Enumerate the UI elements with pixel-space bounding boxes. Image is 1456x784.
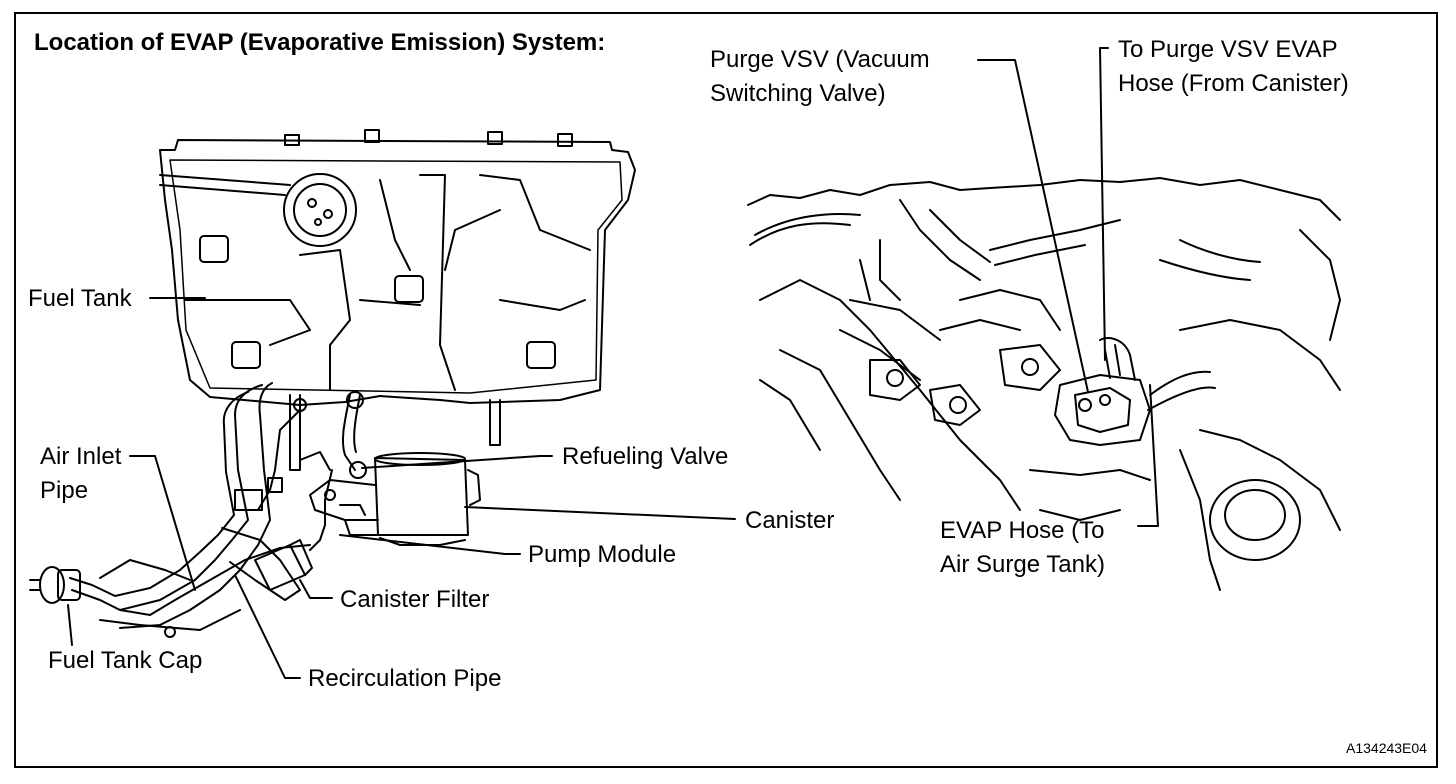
fuel-tank-cap-drawing — [29, 566, 81, 604]
filler-pipes-drawing — [29, 382, 361, 638]
label-to-purge-vsv-hose-line1: To Purge VSV EVAP — [1118, 36, 1338, 63]
label-fuel-tank-cap: Fuel Tank Cap — [48, 647, 203, 674]
canister-drawing — [299, 451, 481, 546]
fuel-tank-drawing — [159, 129, 636, 471]
label-recirculation-pipe: Recirculation Pipe — [308, 665, 502, 692]
label-air-inlet-pipe-line1: Air Inlet — [40, 443, 122, 470]
leader-lines — [67, 47, 1159, 679]
label-evap-hose-line1: EVAP Hose (To — [940, 517, 1105, 544]
figure-code: A134243E04 — [1346, 740, 1427, 756]
label-pump-module: Pump Module — [528, 541, 677, 568]
label-fuel-tank: Fuel Tank — [28, 285, 132, 312]
label-evap-hose-line2: Air Surge Tank) — [940, 551, 1105, 578]
label-purge-vsv-line1: Purge VSV (Vacuum — [710, 46, 930, 73]
label-purge-vsv-line2: Switching Valve) — [710, 80, 886, 107]
label-canister: Canister — [745, 507, 835, 534]
label-refueling-valve: Refueling Valve — [562, 443, 729, 470]
purge-vsv-drawing — [1054, 337, 1151, 446]
engine-compartment-drawing — [747, 177, 1341, 591]
label-canister-filter: Canister Filter — [340, 586, 490, 613]
label-air-inlet-pipe-line2: Pipe — [40, 477, 89, 504]
label-to-purge-vsv-hose-line2: Hose (From Canister) — [1118, 70, 1349, 97]
diagram-title: Location of EVAP (Evaporative Emission) … — [34, 29, 606, 56]
